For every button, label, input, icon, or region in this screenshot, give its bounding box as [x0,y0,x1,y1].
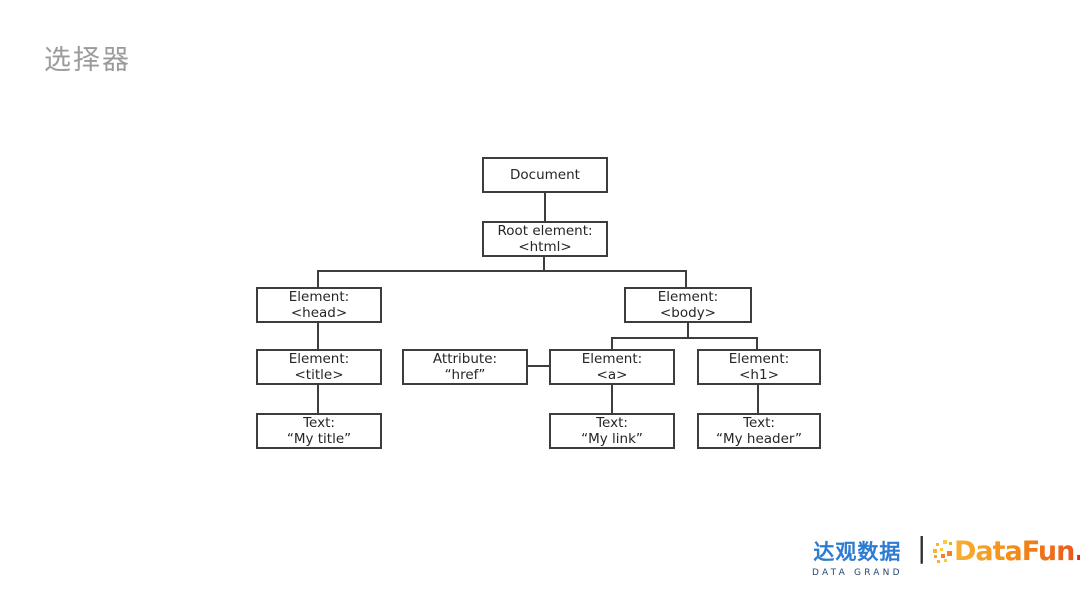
node-value: “href” [444,367,486,383]
connector-line [317,385,319,413]
node-element-title: Element: <title> [256,349,382,385]
node-label: Text: [743,415,775,431]
node-element-head: Element: <head> [256,287,382,323]
node-value: <title> [294,367,344,383]
connector-line [544,193,546,221]
datafun-name: DataFun [954,536,1075,567]
node-text-my-title: Text: “My title” [256,413,382,449]
node-element-h1: Element: <h1> [697,349,821,385]
node-label: Element: [288,351,350,367]
node-value: “My header” [715,431,803,447]
connector-line [317,270,687,272]
datafun-logo: DataFun . [933,537,1080,567]
node-attribute-href: Attribute: “href” [402,349,528,385]
node-label: Root element: [497,223,593,239]
datafun-period: . [1074,537,1080,567]
node-label: Text: [596,415,628,431]
datagrand-name: 达观数据 [813,540,902,564]
node-value: <html> [518,239,572,255]
connector-line [757,385,759,413]
node-text-my-link: Text: “My link” [549,413,675,449]
connector-line [611,385,613,413]
node-value: <a> [596,367,628,383]
node-value: <head> [290,305,348,321]
connector-line [685,270,687,287]
node-text-my-header: Text: “My header” [697,413,821,449]
connector-line [317,270,319,287]
datagrand-subtitle: DATA GRAND [812,568,903,578]
connector-line [528,365,549,367]
node-value: <body> [659,305,716,321]
node-label: Text: [303,415,335,431]
node-label: Element: [581,351,643,367]
connector-line [756,337,758,349]
node-value: “My link” [581,431,643,447]
node-label: Document [510,167,580,183]
connector-line [611,337,613,349]
page-title: 选择器 [44,45,131,76]
connector-line [611,337,758,339]
datafun-dots-icon [933,539,954,567]
connector-line [543,257,545,272]
connector-line [687,323,689,339]
node-label: Element: [288,289,350,305]
node-value: <h1> [739,367,779,383]
node-element-body: Element: <body> [624,287,752,323]
node-label: Attribute: [432,351,498,367]
node-element-a: Element: <a> [549,349,675,385]
node-document: Document [482,157,608,193]
node-label: Element: [728,351,790,367]
node-root-element-html: Root element: <html> [482,221,608,257]
datagrand-logo: 达观数据 DATA GRAND [812,536,903,578]
connector-line [317,323,319,349]
logo-separator: | [917,531,927,564]
node-label: Element: [657,289,719,305]
node-value: “My title” [286,431,352,447]
